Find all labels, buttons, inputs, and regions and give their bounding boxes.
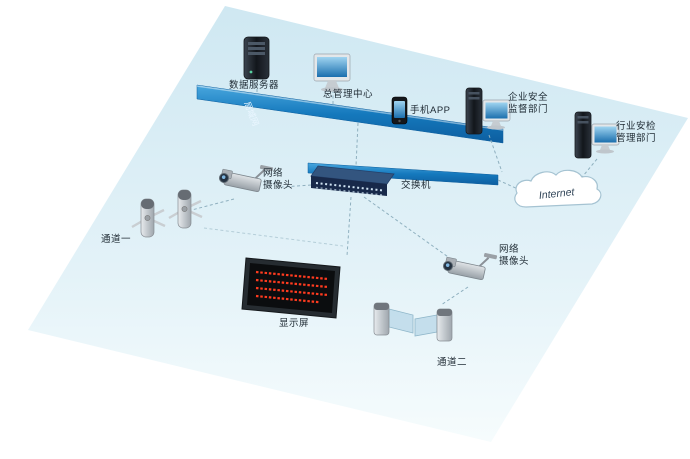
data-server-icon bbox=[243, 36, 270, 80]
label-data-server: 数据服务器 bbox=[228, 80, 279, 91]
label-enterprise-dept-line1: 企业安全 bbox=[508, 92, 549, 103]
connector-switch-camera-right bbox=[363, 196, 452, 260]
monitor-screen bbox=[317, 57, 347, 77]
label-camera-left-line1: 网络 bbox=[263, 168, 284, 179]
phone-icon bbox=[391, 96, 408, 125]
label-channel-2: 通道二 bbox=[437, 357, 468, 368]
label-enterprise-dept-line2: 监督部门 bbox=[508, 104, 549, 116]
label-led-display: 显示屏 bbox=[278, 318, 309, 329]
led-display-icon bbox=[241, 257, 341, 319]
connector-enterprise-uplink bbox=[488, 134, 503, 173]
uplink-bus-bar bbox=[307, 162, 499, 186]
label-camera-right-line1: 网络 bbox=[499, 244, 520, 255]
label-phone-app: 手机APP bbox=[410, 105, 451, 116]
switch-ports-row2 bbox=[315, 186, 384, 196]
connector-lan-switch bbox=[355, 122, 359, 167]
label-channel-1: 通道一 bbox=[101, 234, 132, 245]
label-enterprise-dept: 企业安全 监督部门 bbox=[508, 92, 548, 117]
label-camera-right: 网络 摄像头 bbox=[499, 244, 529, 269]
internet-label: Internet bbox=[538, 186, 576, 202]
cloud-shape bbox=[514, 169, 602, 208]
internet-cloud: Internet bbox=[514, 169, 602, 208]
led-text-row bbox=[255, 278, 329, 289]
label-industry-dept-line2: 管理部门 bbox=[616, 133, 657, 145]
switch-ports-row1 bbox=[315, 182, 384, 192]
mgmt-monitor-icon bbox=[313, 53, 351, 92]
connector-uplink-cloud bbox=[497, 179, 521, 191]
led-text-row bbox=[255, 270, 329, 281]
label-camera-left-line2: 摄像头 bbox=[263, 180, 294, 192]
led-text-row bbox=[255, 294, 321, 304]
label-camera-right-line2: 摄像头 bbox=[499, 256, 530, 268]
phone-screen bbox=[394, 101, 405, 118]
label-industry-dept-line1: 行业安检 bbox=[616, 121, 657, 132]
label-camera-left: 网络 摄像头 bbox=[263, 168, 293, 193]
switch-icon bbox=[310, 165, 395, 196]
connector-channel1-center bbox=[203, 227, 344, 247]
connector-switch-camera-left bbox=[281, 184, 312, 188]
channel2-swing-gates-icon bbox=[373, 302, 453, 342]
label-mgmt-center: 总管理中心 bbox=[322, 89, 373, 100]
label-switch: 交换机 bbox=[401, 180, 432, 191]
label-industry-dept: 行业安检 管理部门 bbox=[616, 121, 656, 146]
led-text-row bbox=[255, 286, 329, 297]
connector-switch-display bbox=[346, 196, 352, 257]
perspective-plane bbox=[28, 6, 688, 442]
server-power-led bbox=[249, 70, 253, 74]
